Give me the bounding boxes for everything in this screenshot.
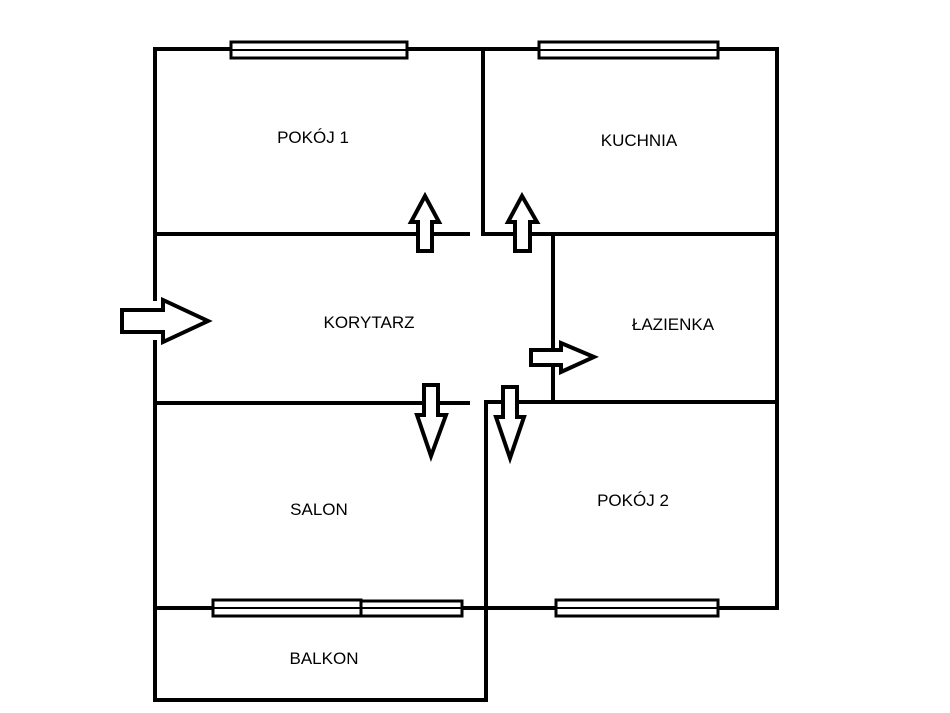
window-pokoj2: [554, 598, 720, 618]
arrow-up-pokoj1-icon: [407, 191, 443, 253]
window-pokoj1: [229, 40, 409, 60]
room-label-lazienka: ŁAZIENKA: [632, 315, 715, 334]
window-salon-left: [211, 598, 363, 618]
arrow-up-kuchnia-icon: [504, 191, 541, 253]
arrow-down-pokoj2-icon: [493, 385, 527, 465]
room-label-pokoj1: POKÓJ 1: [277, 128, 349, 147]
room-label-salon: SALON: [290, 500, 348, 519]
window-salon-right: [359, 599, 464, 618]
room-label-kuchnia: KUCHNIA: [601, 131, 678, 150]
room-labels: POKÓJ 1 KUCHNIA KORYTARZ ŁAZIENKA SALON …: [277, 128, 715, 668]
windows: [211, 40, 720, 618]
room-label-pokoj2: POKÓJ 2: [597, 491, 669, 510]
door-arrows: [120, 191, 599, 465]
entrance-arrow-icon: [120, 296, 213, 346]
room-label-korytarz: KORYTARZ: [324, 313, 415, 332]
room-label-balkon: BALKON: [290, 649, 359, 668]
window-kuchnia: [537, 40, 720, 60]
arrow-down-salon-icon: [414, 383, 449, 462]
arrow-right-lazienka-icon: [529, 339, 599, 376]
